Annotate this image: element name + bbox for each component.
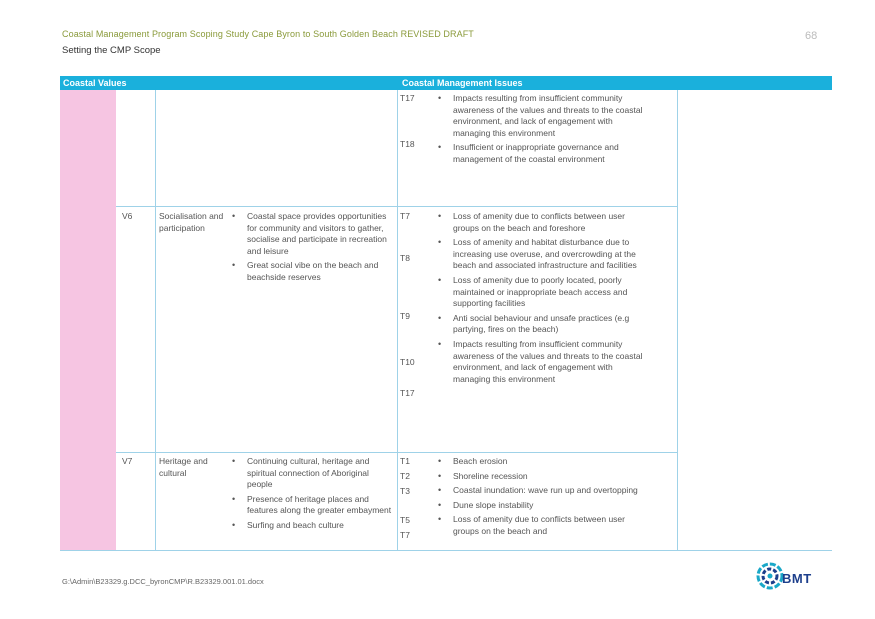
header-coastal-values: Coastal Values [63,78,127,88]
header-coastal-management-issues: Coastal Management Issues [402,78,523,88]
coastal-values-table: Coastal Values Coastal Management Issues… [60,76,832,551]
value-id: V7 [122,456,133,466]
list-item: Insufficient or inappropriate governance… [438,142,643,165]
list-item: Shoreline recession [438,471,643,483]
threat-code: T17 [400,93,415,103]
table-row-v7: V7 Heritage and cultural Continuing cult… [60,452,832,550]
threat-code: T17 [400,388,415,398]
issues-list: Loss of amenity due to conflicts between… [438,211,643,385]
threat-code: T18 [400,139,415,149]
threat-code: T1 [400,456,410,466]
list-item: Impacts resulting from insufficient comm… [438,93,643,139]
pink-marker-cell [60,206,116,452]
threat-code: T9 [400,311,410,321]
issues-list: Impacts resulting from insufficient comm… [438,93,643,166]
bmt-logo [756,561,816,591]
section-subtitle: Setting the CMP Scope [62,45,161,56]
values-list: Coastal space provides opportunities for… [232,211,394,284]
list-item: Loss of amenity due to poorly located, p… [438,275,643,310]
list-item: Loss of amenity and habitat disturbance … [438,237,643,272]
list-item: Loss of amenity due to conflicts between… [438,211,643,234]
threat-code: T2 [400,471,410,481]
bmt-logo-text: BMT [782,571,812,586]
list-item: Anti social behaviour and unsafe practic… [438,313,643,336]
threat-code: T10 [400,357,415,367]
value-id: V6 [122,211,133,221]
list-item: Loss of amenity due to conflicts between… [438,514,643,537]
list-item: Coastal inundation: wave run up and over… [438,485,643,497]
value-name: Heritage and cultural [159,456,208,478]
table-row-continuation: T17 T18 Impacts resulting from insuffici… [60,90,832,207]
list-item: Continuing cultural, heritage and spirit… [232,456,394,491]
bmt-globe-icon [756,562,784,590]
list-item: Dune slope instability [438,500,643,512]
values-list: Continuing cultural, heritage and spirit… [232,456,394,532]
list-item: Beach erosion [438,456,643,468]
document-title: Coastal Management Program Scoping Study… [62,29,474,39]
pink-marker-cell [60,452,116,550]
value-name: Socialisation and participation [159,211,224,233]
page-number: 68 [805,30,818,42]
table-row-v6: V6 Socialisation and participation Coast… [60,206,832,453]
pink-marker-cell [60,90,116,206]
issues-list: Beach erosion Shoreline recession Coasta… [438,456,643,538]
threat-code: T7 [400,211,410,221]
list-item: Presence of heritage places and features… [232,494,394,517]
list-item: Coastal space provides opportunities for… [232,211,394,257]
footer-file-path: G:\Admin\B23329.g.DCC_byronCMP\R.B23329.… [62,577,264,586]
threat-code: T7 [400,530,410,540]
list-item: Impacts resulting from insufficient comm… [438,339,643,385]
list-item: Surfing and beach culture [232,520,394,532]
threat-code: T5 [400,515,410,525]
threat-code: T3 [400,486,410,496]
table-header: Coastal Values Coastal Management Issues [60,76,832,90]
threat-code: T8 [400,253,410,263]
list-item: Great social vibe on the beach and beach… [232,260,394,283]
